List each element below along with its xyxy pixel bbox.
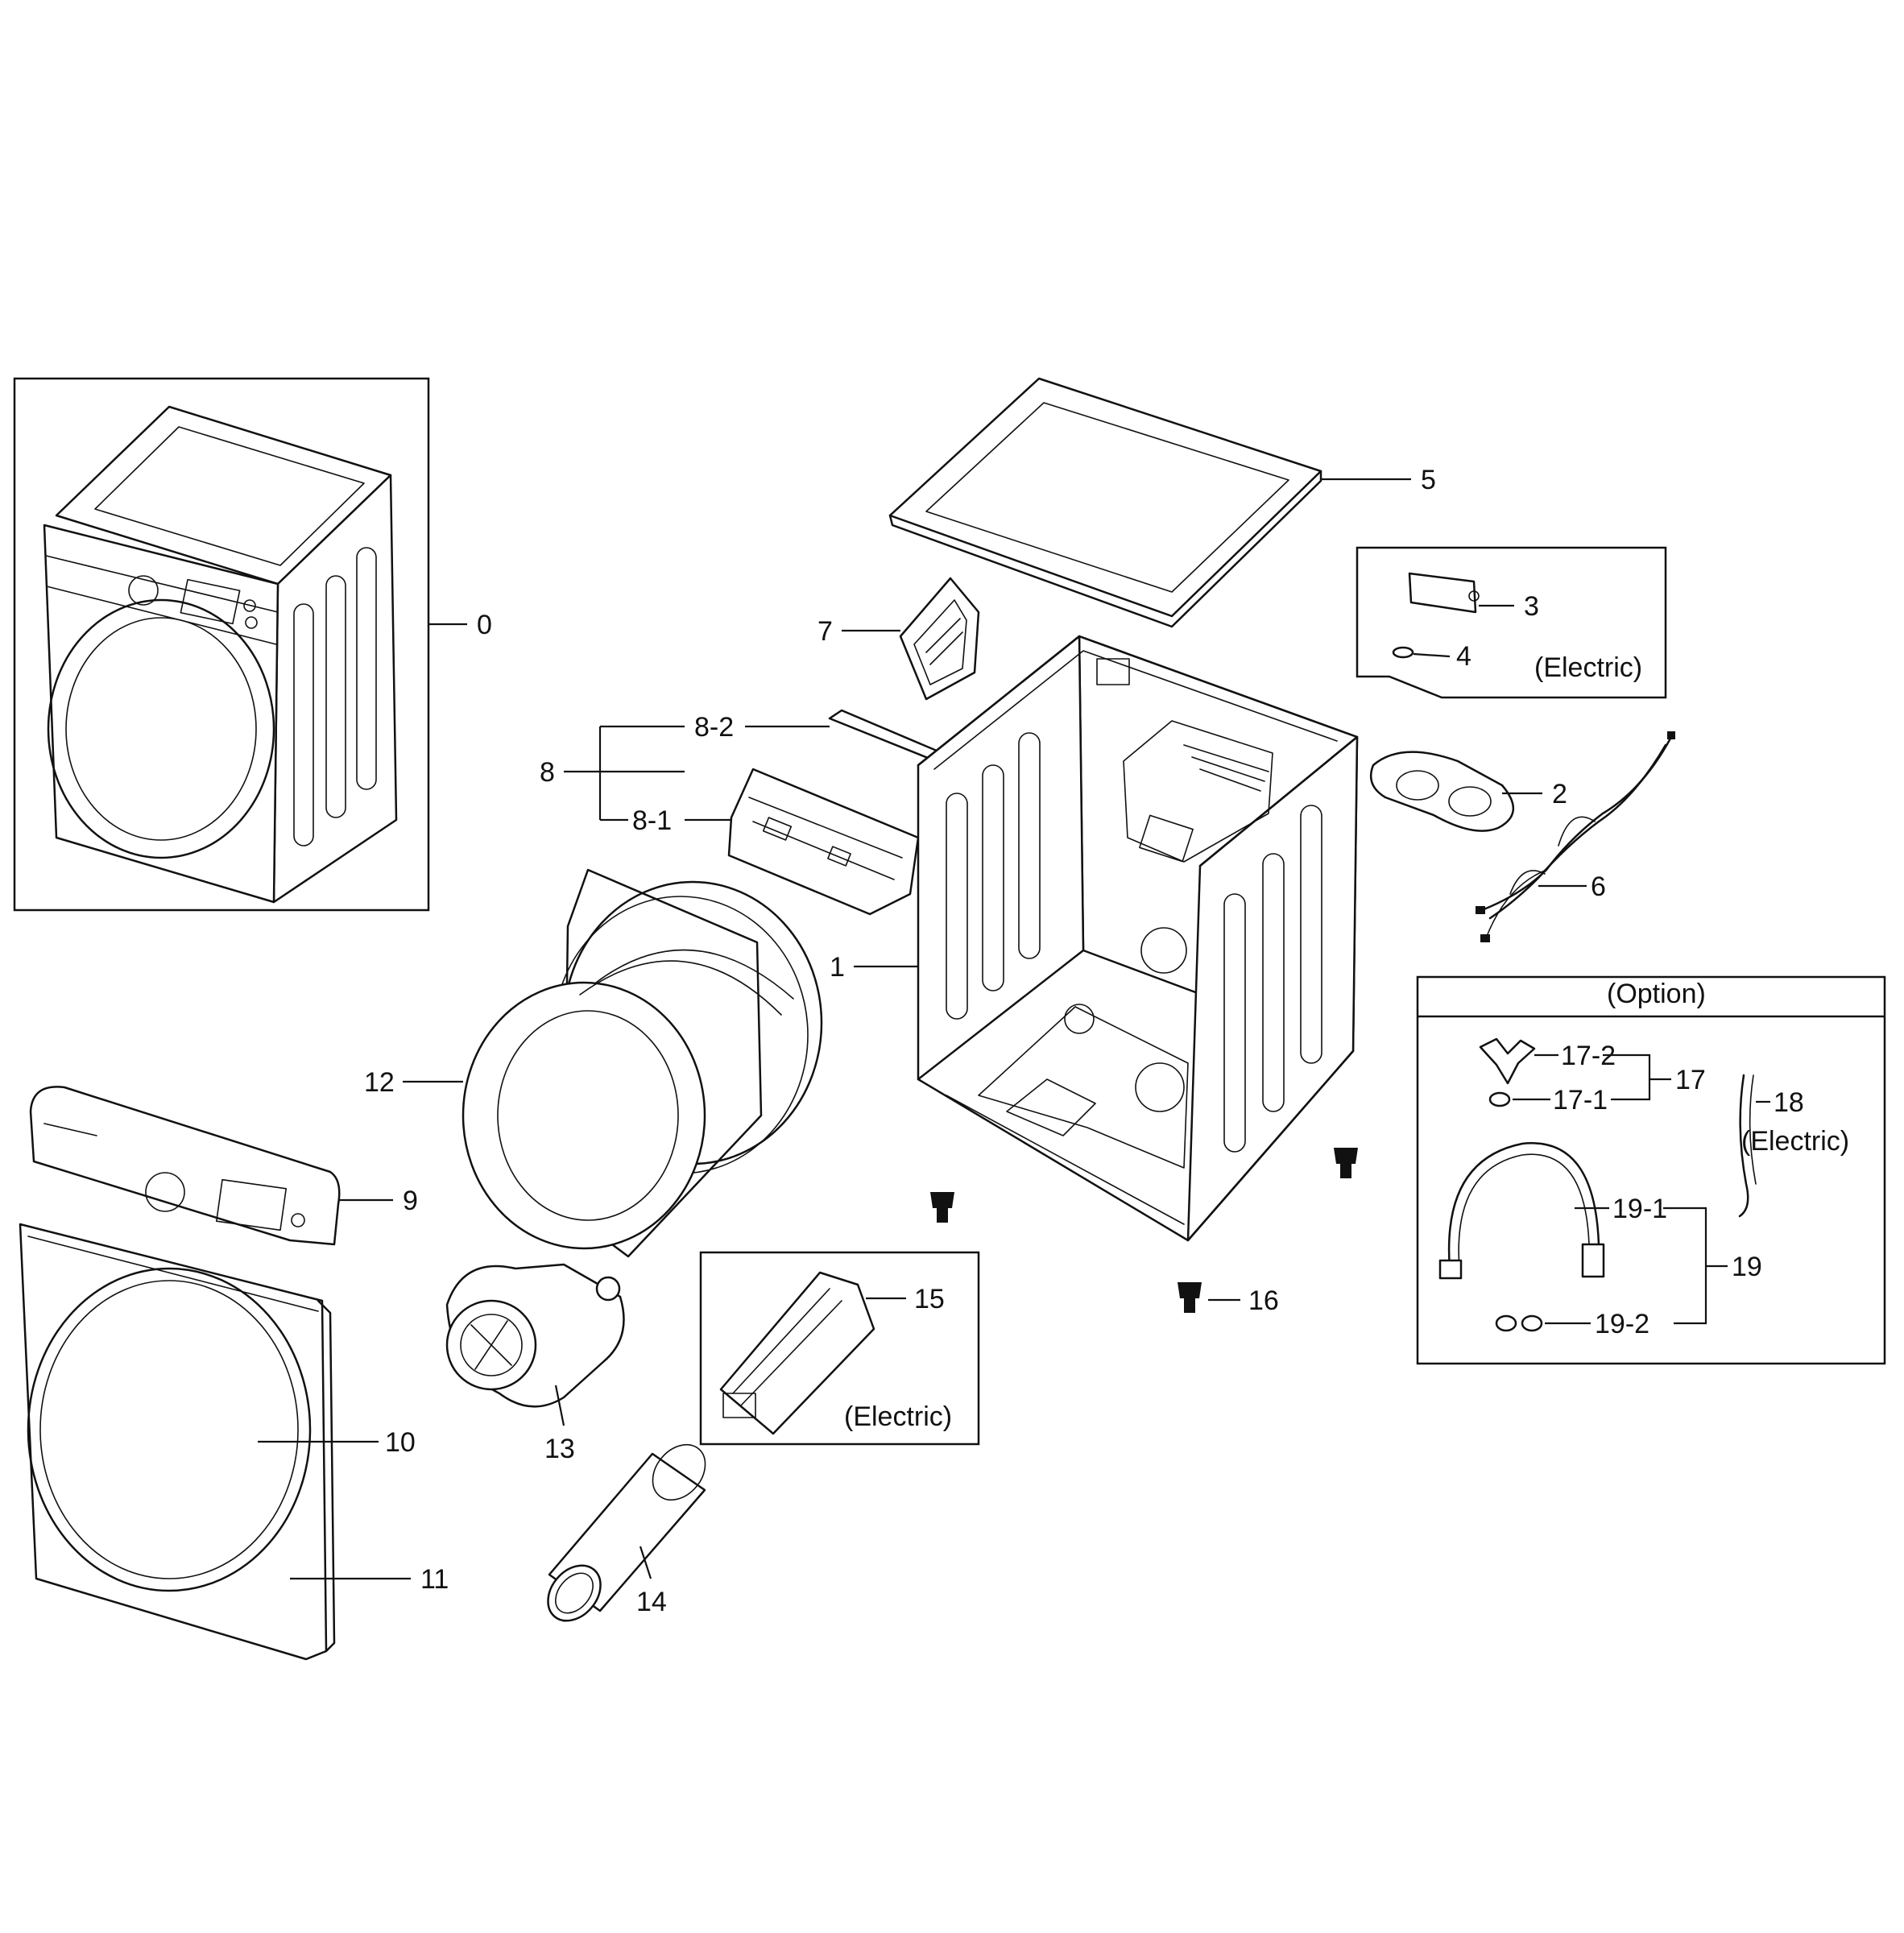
part-3-4-electric-box [1356, 546, 1667, 699]
label-17-2: 17-2 [1561, 1041, 1616, 1071]
label-17: 17 [1675, 1065, 1706, 1095]
part-1-cabinet [854, 635, 1359, 1242]
label-1: 1 [830, 952, 845, 983]
part-13-fan-housing [445, 1263, 625, 1426]
part-5-top-panel [888, 377, 1411, 628]
label-11: 11 [420, 1564, 449, 1595]
note-electric-3-4: (Electric) [1534, 652, 1642, 683]
label-9: 9 [403, 1186, 418, 1216]
label-17-1: 17-1 [1553, 1085, 1608, 1116]
label-8-1: 8-1 [632, 805, 672, 836]
label-5: 5 [1421, 465, 1436, 495]
label-6: 6 [1591, 871, 1606, 902]
option-title: (Option) [1607, 979, 1706, 1009]
label-4: 4 [1456, 641, 1471, 672]
label-12: 12 [364, 1067, 395, 1098]
part-12-drum [403, 868, 823, 1258]
label-8-2: 8-2 [694, 712, 734, 743]
part-7-bracket [842, 577, 980, 701]
part-10-11-front-panel [19, 1223, 411, 1661]
label-3: 3 [1524, 591, 1539, 622]
label-18: 18 [1774, 1087, 1804, 1118]
part-9-control-panel [29, 1086, 393, 1246]
part-8-supports [564, 709, 944, 916]
label-0: 0 [477, 610, 492, 640]
label-10: 10 [385, 1427, 416, 1458]
part-2-filter-cover [1369, 751, 1542, 832]
label-19: 19 [1732, 1252, 1762, 1282]
label-14: 14 [636, 1587, 667, 1617]
label-15: 15 [914, 1284, 945, 1314]
label-19-1: 19-1 [1612, 1194, 1667, 1224]
part-16-leveling-feet [930, 1148, 1358, 1313]
label-13: 13 [544, 1434, 575, 1464]
note-electric-18: (Electric) [1741, 1126, 1849, 1157]
part-0-complete-dryer [13, 377, 467, 912]
label-2: 2 [1552, 779, 1567, 809]
label-8: 8 [540, 757, 555, 788]
part-15-heater [699, 1251, 980, 1446]
label-19-2: 19-2 [1595, 1309, 1649, 1339]
part-6-wire-harness [1476, 731, 1675, 942]
part-14-duct [547, 1443, 706, 1622]
label-7: 7 [817, 616, 833, 647]
option-accessories-box [1416, 975, 1886, 1365]
note-electric-15: (Electric) [844, 1401, 952, 1432]
label-16: 16 [1248, 1285, 1279, 1316]
